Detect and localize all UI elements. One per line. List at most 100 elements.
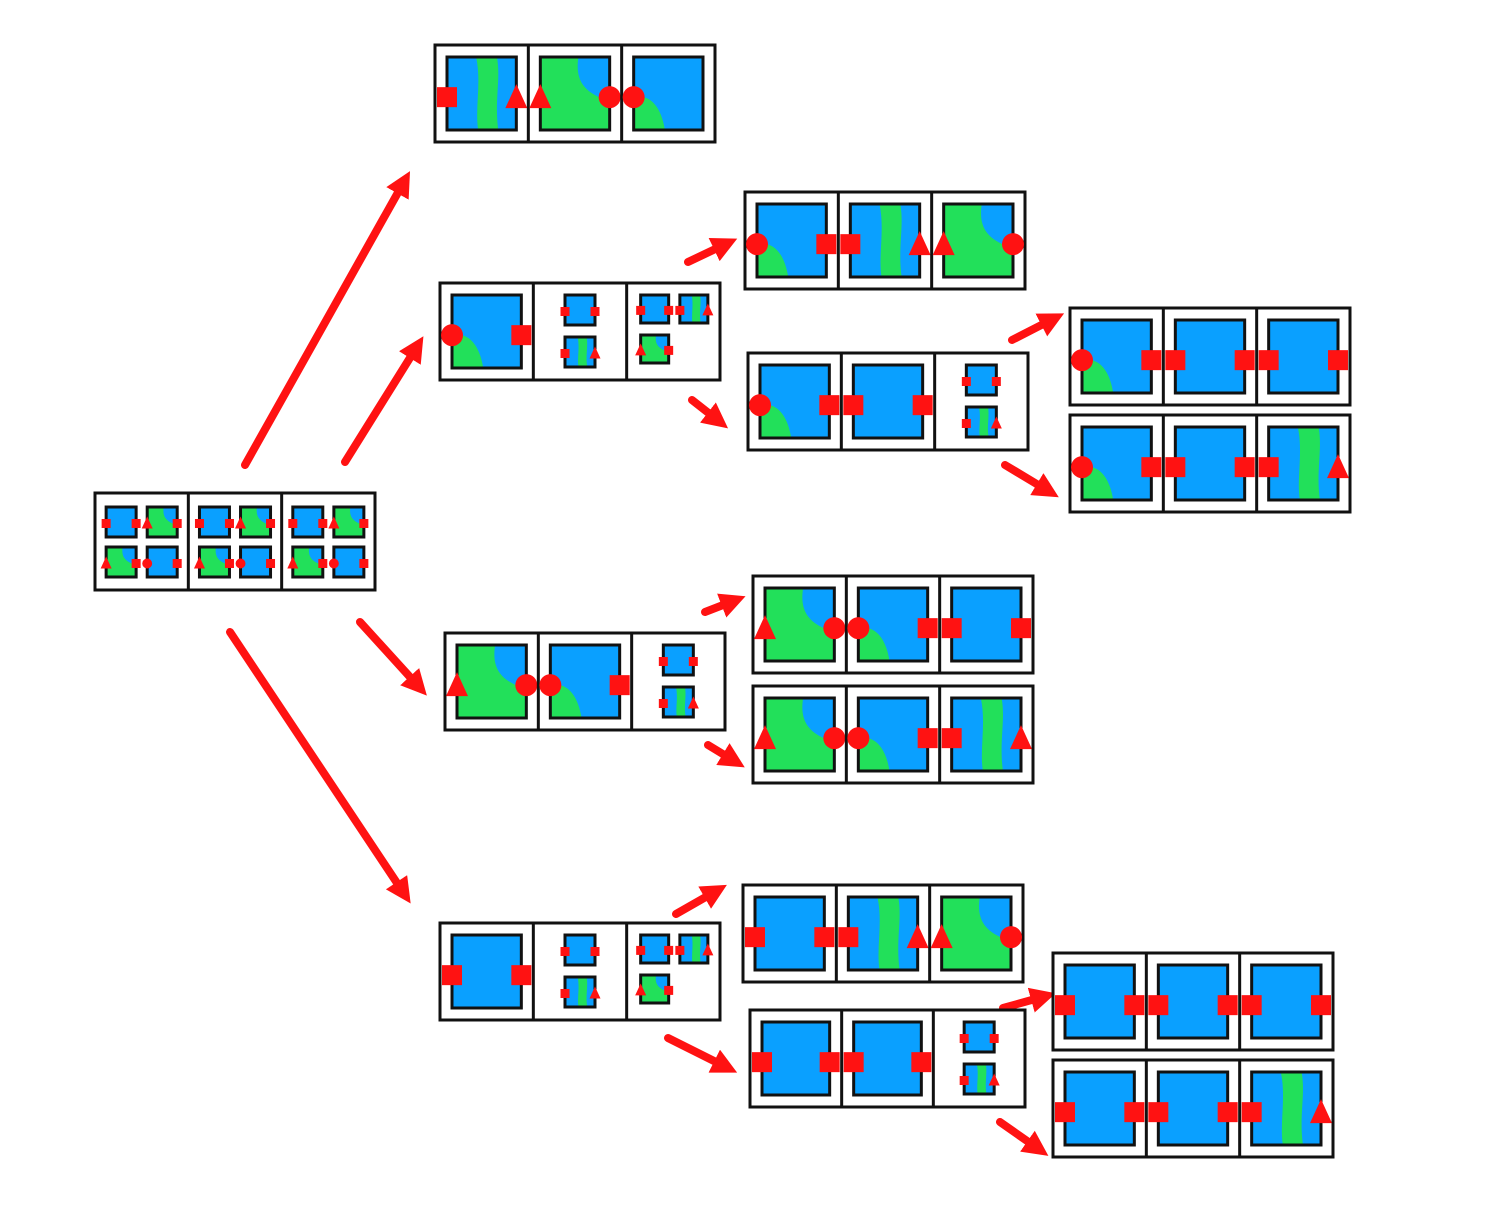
node-cell — [1055, 963, 1145, 1040]
square-marker-icon — [266, 559, 276, 568]
node-cell — [442, 933, 532, 1010]
square-marker-icon — [1141, 457, 1162, 478]
water-region — [292, 507, 323, 537]
square-marker-icon — [288, 519, 298, 528]
square-marker-icon — [664, 985, 674, 995]
triangle-marker-icon — [702, 943, 714, 956]
puzzle-tile — [1165, 318, 1255, 395]
land-region — [765, 698, 835, 771]
land-region — [858, 737, 890, 771]
triangle-marker-icon — [235, 516, 247, 529]
land-region — [577, 337, 588, 367]
puzzle-tile — [441, 293, 532, 370]
puzzle-tile — [754, 586, 846, 663]
water-region — [663, 645, 694, 675]
circle-marker-icon — [539, 674, 562, 697]
land-region — [633, 96, 665, 130]
puzzle-tile — [847, 696, 938, 773]
puzzle-tile — [1258, 318, 1348, 395]
puzzle-tile — [675, 933, 714, 965]
puzzle-tile — [287, 545, 328, 579]
node-cell — [622, 55, 705, 132]
land-region — [675, 687, 686, 717]
square-marker-icon — [675, 305, 685, 315]
puzzle-tile — [101, 505, 141, 539]
arrow-b-mid-to-b-mid-2 — [1001, 461, 1059, 498]
puzzle-tile — [843, 1020, 932, 1097]
puzzle-tile — [235, 505, 276, 539]
arrow-branch-c-to-c-bot — [704, 741, 745, 768]
node-cell — [961, 363, 1002, 439]
land-region — [877, 897, 900, 970]
square-marker-icon — [658, 657, 668, 666]
tree-node-solved-a — [433, 43, 717, 144]
land-region — [147, 507, 178, 537]
tree-node-c-bot — [751, 684, 1035, 785]
puzzle-tile — [658, 685, 699, 719]
square-marker-icon — [941, 618, 962, 639]
square-marker-icon — [1217, 995, 1238, 1016]
node-cell — [1148, 1070, 1238, 1147]
puzzle-tile — [635, 973, 674, 1005]
puzzle-tile — [959, 1020, 999, 1054]
arrow-root-to-solved-a — [241, 171, 411, 469]
puzzle-tile — [658, 643, 698, 677]
puzzle-tile — [560, 335, 601, 369]
node-cell — [193, 505, 276, 579]
square-marker-icon — [590, 947, 600, 956]
square-marker-icon — [1011, 618, 1031, 639]
water-region — [951, 588, 1021, 661]
water-region — [853, 365, 923, 438]
water-region — [1175, 427, 1245, 500]
water-region — [1175, 320, 1245, 393]
land-region — [452, 334, 484, 368]
arrow-root-to-branch-c — [356, 618, 427, 696]
circle-marker-icon — [598, 86, 621, 109]
puzzle-tile — [961, 405, 1002, 439]
puzzle-tile — [442, 933, 532, 1010]
land-region — [941, 897, 1011, 970]
puzzle-tile — [1165, 425, 1255, 502]
node-cell — [959, 1020, 1000, 1096]
square-marker-icon — [224, 559, 234, 568]
water-region — [106, 507, 137, 537]
triangle-marker-icon — [287, 556, 299, 569]
land-region — [292, 547, 323, 577]
arrow-branch-d-to-d-top — [672, 884, 727, 918]
land-region — [640, 975, 669, 1003]
puzzle-tile — [560, 975, 601, 1009]
water-region — [240, 547, 271, 577]
circle-marker-icon — [1002, 233, 1024, 256]
puzzle-tile — [1071, 318, 1162, 395]
puzzle-tile — [1258, 425, 1349, 502]
water-region — [966, 365, 997, 395]
puzzle-tile — [675, 293, 714, 325]
square-marker-icon — [1141, 350, 1162, 371]
puzzle-tile — [635, 333, 674, 365]
tree-nodes — [93, 43, 1352, 1159]
square-marker-icon — [636, 305, 646, 315]
square-marker-icon — [1124, 1102, 1145, 1123]
node-cell — [838, 895, 929, 972]
node-cell — [754, 696, 846, 773]
square-marker-icon — [318, 519, 328, 528]
water-region — [755, 897, 825, 970]
puzzle-tile — [288, 505, 328, 539]
square-marker-icon — [1258, 457, 1279, 478]
water-region — [853, 1022, 922, 1095]
puzzle-tile — [194, 505, 234, 539]
land-region — [476, 57, 499, 130]
square-marker-icon — [359, 559, 369, 568]
node-cell — [100, 505, 182, 579]
square-marker-icon — [961, 377, 971, 386]
square-marker-icon — [590, 307, 600, 316]
triangle-marker-icon — [635, 983, 647, 996]
triangle-marker-icon — [529, 84, 552, 109]
triangle-marker-icon — [988, 1073, 1000, 1086]
square-marker-icon — [745, 927, 765, 948]
node-cell — [1071, 425, 1162, 502]
square-marker-icon — [843, 1052, 864, 1073]
puzzle-tile — [328, 545, 369, 579]
square-marker-icon — [814, 927, 835, 948]
circle-marker-icon — [1071, 456, 1093, 479]
